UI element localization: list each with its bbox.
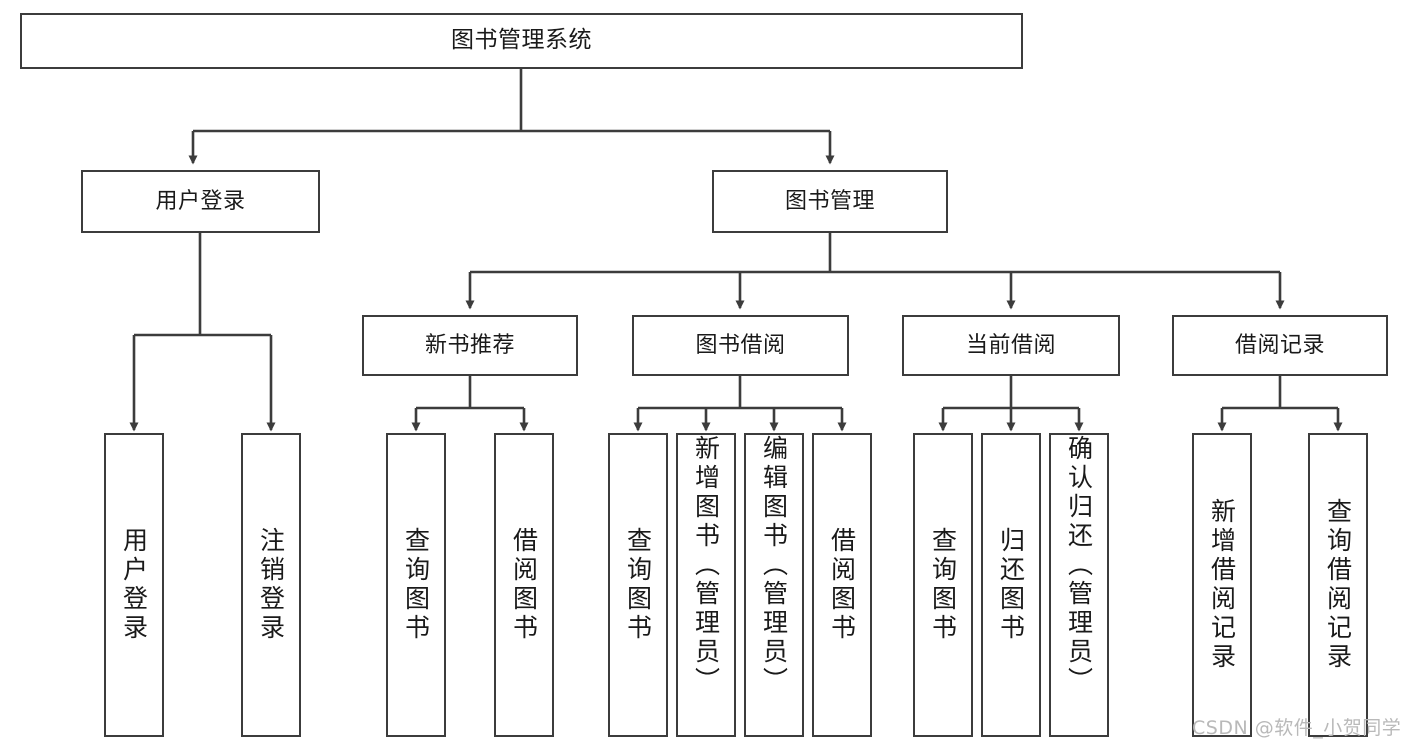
node-new-book-recommend[interactable]: 新书推荐 [362, 315, 578, 376]
node-user-login[interactable]: 用户登录 [81, 170, 320, 233]
node-label: 新增借阅记录 [1207, 498, 1237, 672]
node-label: 借阅图书 [827, 527, 857, 643]
node-label: 查询图书 [623, 527, 653, 643]
edge-user-login-to-leaves [129, 233, 276, 432]
node-root-book-management-system[interactable]: 图书管理系统 [20, 13, 1023, 69]
node-label: 归还图书 [996, 527, 1026, 643]
node-label: 图书管理 [784, 188, 875, 214]
node-label: 用户登录 [119, 527, 149, 643]
node-book-manage[interactable]: 图书管理 [712, 170, 948, 233]
node-leaf-query-book-recommend[interactable]: 查询图书 [386, 433, 446, 737]
node-label: 借阅记录 [1234, 332, 1325, 358]
edge-book-borrow-to-leaves [633, 376, 847, 432]
node-label: 新增图书（管理员） [691, 435, 721, 696]
node-leaf-query-borrow-record[interactable]: 查询借阅记录 [1308, 433, 1368, 737]
node-leaf-add-borrow-record[interactable]: 新增借阅记录 [1192, 433, 1252, 737]
edge-new-book-recommend-to-leaves [411, 376, 529, 432]
edge-root-to-level2 [188, 69, 835, 165]
edge-book-manage-to-level3 [465, 233, 1285, 310]
node-book-borrow[interactable]: 图书借阅 [632, 315, 849, 376]
node-label: 图书借阅 [695, 332, 786, 358]
node-leaf-query-book-borrow[interactable]: 查询图书 [608, 433, 668, 737]
node-borrow-record[interactable]: 借阅记录 [1172, 315, 1388, 376]
node-label: 查询图书 [928, 527, 958, 643]
node-label: 用户登录 [155, 188, 246, 214]
node-label: 图书管理系统 [451, 27, 592, 54]
node-label: 查询图书 [401, 527, 431, 643]
node-label: 借阅图书 [509, 527, 539, 643]
node-label: 注销登录 [256, 527, 286, 643]
node-leaf-query-book-current[interactable]: 查询图书 [913, 433, 973, 737]
node-leaf-add-book[interactable]: 新增图书（管理员） [676, 433, 736, 737]
node-label: 当前借阅 [965, 332, 1056, 358]
node-label: 编辑图书（管理员） [759, 435, 789, 696]
node-label: 新书推荐 [424, 332, 515, 358]
node-leaf-confirm-return[interactable]: 确认归还（管理员） [1049, 433, 1109, 737]
node-leaf-borrow-book[interactable]: 借阅图书 [812, 433, 872, 737]
edge-borrow-record-to-leaves [1217, 376, 1343, 432]
node-current-borrow[interactable]: 当前借阅 [902, 315, 1120, 376]
node-label: 查询借阅记录 [1323, 498, 1353, 672]
edge-current-borrow-to-leaves [938, 376, 1084, 432]
node-leaf-return-book[interactable]: 归还图书 [981, 433, 1041, 737]
node-leaf-borrow-book-recommend[interactable]: 借阅图书 [494, 433, 554, 737]
node-leaf-user-login[interactable]: 用户登录 [104, 433, 164, 737]
node-leaf-edit-book[interactable]: 编辑图书（管理员） [744, 433, 804, 737]
node-label: 确认归还（管理员） [1064, 435, 1094, 696]
node-leaf-logout-login[interactable]: 注销登录 [241, 433, 301, 737]
csdn-watermark: CSDN @软件_小贺同学 [1192, 717, 1402, 739]
